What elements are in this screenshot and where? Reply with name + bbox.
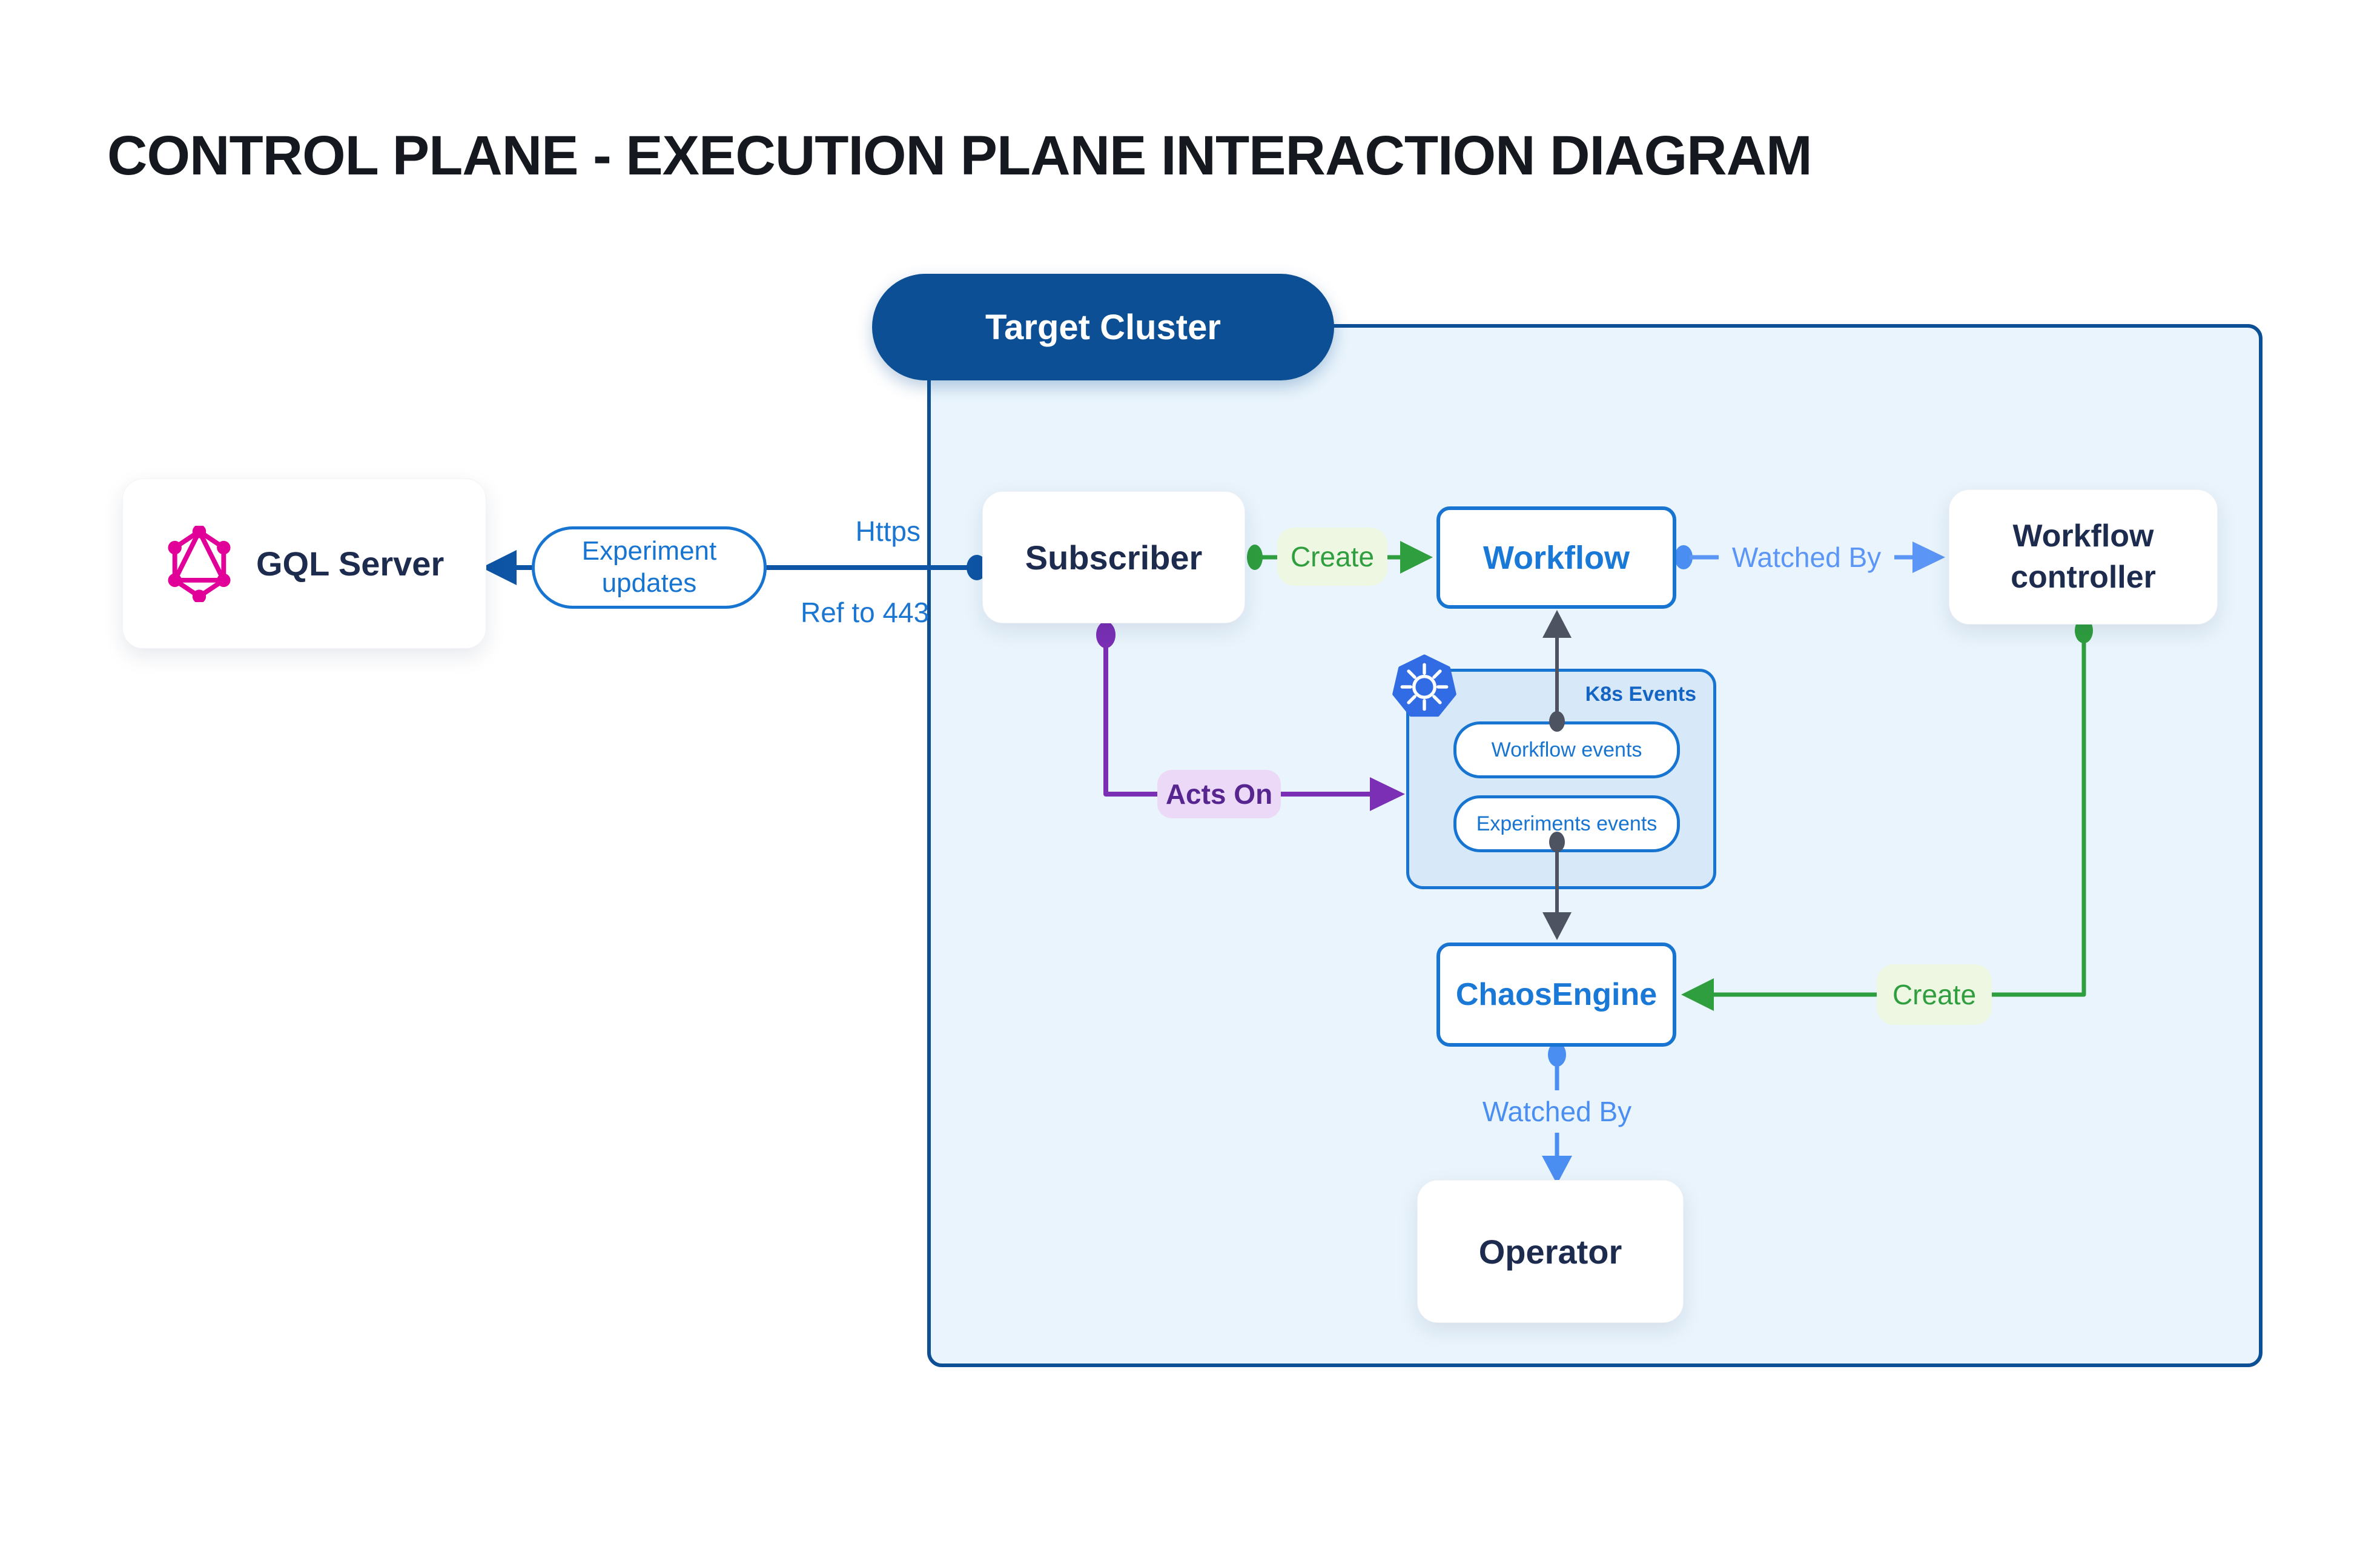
workflow-node: Workflow xyxy=(1436,506,1676,609)
edge-workflow-events xyxy=(1542,610,1572,732)
edge-experiments-events xyxy=(1542,832,1572,940)
kubernetes-icon xyxy=(1392,654,1457,720)
subscriber-node: Subscriber xyxy=(982,491,1245,623)
edge-label-acts-on: Acts On xyxy=(1157,770,1281,818)
edge-label-create-workflow: Create xyxy=(1277,528,1387,586)
gql-server-node: GQL Server xyxy=(122,479,486,649)
gql-server-label: GQL Server xyxy=(256,545,445,583)
experiments-events-pill: Experiments events xyxy=(1453,795,1680,852)
edge-label-watched-by-operator: Watched By xyxy=(1470,1090,1644,1133)
edge-label-https: Https xyxy=(855,515,921,547)
edge-label-watched-by-workflow: Watched By xyxy=(1719,537,1894,578)
edge-create-chaosengine xyxy=(1681,618,2093,1011)
chaos-engine-node: ChaosEngine xyxy=(1436,943,1676,1047)
graphql-icon xyxy=(165,524,233,603)
edge-label-ref-443: Ref to 443 xyxy=(801,597,930,628)
k8s-events-box: K8s Events Workflow events Experiments e… xyxy=(1406,669,1716,889)
edge-acts-on xyxy=(1096,621,1405,811)
k8s-events-title: K8s Events xyxy=(1585,683,1696,706)
experiment-updates-pill: Experiment updates xyxy=(532,526,767,609)
page-title: CONTROL PLANE - EXECUTION PLANE INTERACT… xyxy=(107,125,1813,187)
operator-node: Operator xyxy=(1417,1180,1684,1323)
edge-label-create-chaosengine: Create xyxy=(1877,964,1992,1025)
workflow-events-pill: Workflow events xyxy=(1453,721,1680,778)
workflow-controller-node: Workflow controller xyxy=(1949,489,2218,625)
target-cluster-pill: Target Cluster xyxy=(872,274,1334,380)
